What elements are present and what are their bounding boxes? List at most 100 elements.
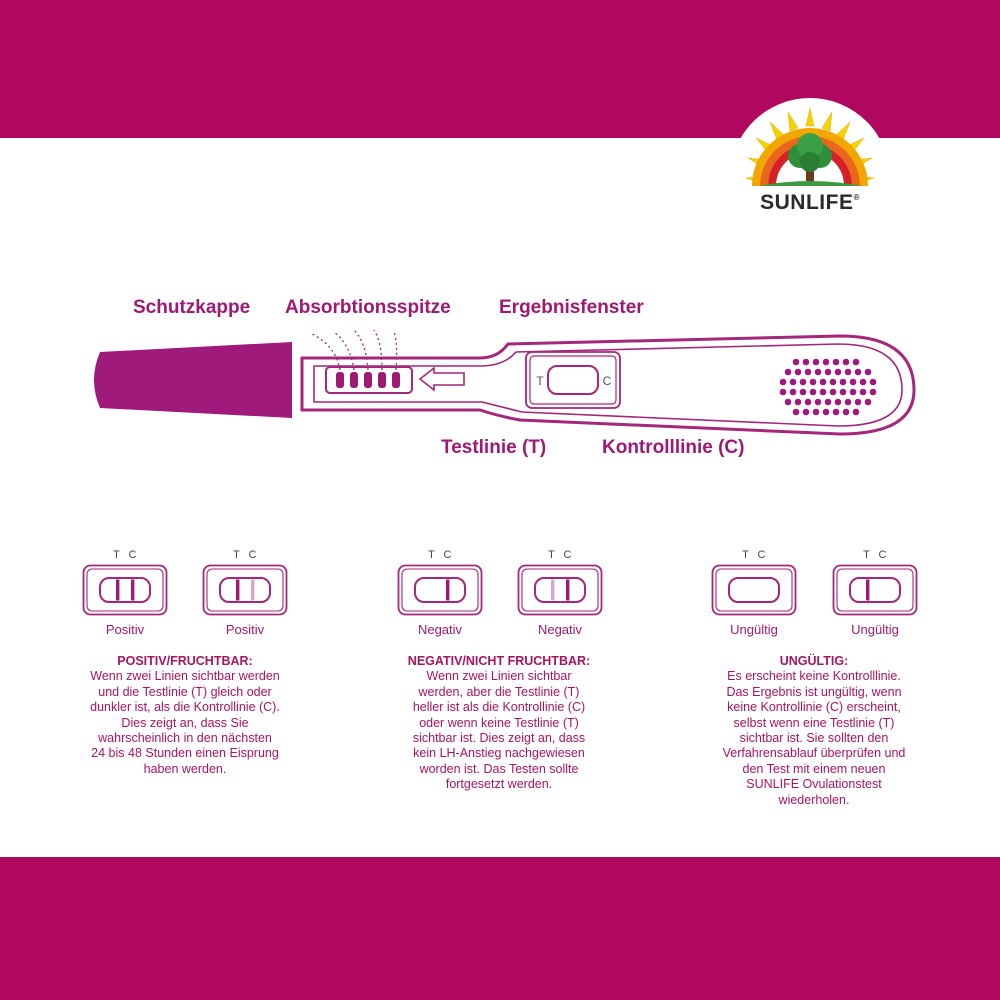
description-line: kein LH-Anstieg nachgewiesen	[413, 746, 585, 761]
grip-dot	[854, 398, 862, 406]
grip-dot	[792, 408, 800, 416]
grip-dot	[824, 368, 832, 376]
absorbent-strips	[336, 372, 400, 388]
stick-body	[300, 334, 916, 436]
brand-name: SUNLIFE®	[760, 191, 860, 214]
grip-dot	[859, 388, 867, 396]
sun-tree-icon	[745, 107, 875, 187]
window-letter-t: T	[536, 374, 544, 388]
grip-dot	[864, 368, 872, 376]
description-line: Das Ergebnis ist ungültig, wenn	[726, 684, 902, 699]
result-window-icon	[832, 564, 918, 616]
grip-dot	[784, 398, 792, 406]
grip-dots	[779, 358, 877, 416]
result-window-icon	[82, 564, 168, 616]
label-schutzkappe: Schutzkappe	[133, 297, 251, 318]
result-caption: Ungültig	[851, 622, 899, 637]
result-window-icon	[711, 564, 797, 616]
grip-dot	[839, 388, 847, 396]
result-caption: Negativ	[417, 622, 463, 637]
grip-dot	[794, 368, 802, 376]
bottom-band	[0, 857, 1000, 1000]
control-line	[446, 579, 450, 601]
window-letter-c: C	[603, 374, 612, 388]
grip-dot	[812, 358, 820, 366]
grip-dot	[869, 388, 877, 396]
grip-dot	[819, 388, 827, 396]
grip-dot	[832, 408, 840, 416]
grip-dot	[799, 388, 807, 396]
grip-dot	[789, 378, 797, 386]
flow-arrow	[418, 366, 465, 392]
grip-dot	[869, 378, 877, 386]
description-line: sichtbar ist. Dies zeigt an, dass	[412, 731, 586, 746]
description-line: oder wenn keine Testlinie (T)	[419, 715, 579, 730]
description-line: haben werden.	[143, 761, 227, 776]
grip-dot	[804, 398, 812, 406]
grip-dot	[829, 378, 837, 386]
description-line: Wenn zwei Linien sichtbar werden	[90, 669, 280, 684]
grip-dot	[802, 408, 810, 416]
grip-dot	[822, 358, 830, 366]
grip-dot	[804, 368, 812, 376]
grip-dot	[794, 398, 802, 406]
description-line: sichtbar ist. Sie sollten den	[739, 731, 889, 746]
grip-dot	[784, 368, 792, 376]
stick-body-inner	[313, 343, 903, 427]
grip-dot	[844, 398, 852, 406]
protective-cap	[94, 342, 292, 418]
grip-dot	[789, 388, 797, 396]
grip-dot	[854, 368, 862, 376]
control-line	[131, 579, 135, 601]
description-ungueltig: UNGÜLTIG: Es erscheint keine Kontrolllin…	[699, 654, 929, 808]
grip-dot	[799, 378, 807, 386]
label-ergebnisfenster: Ergebnisfenster	[499, 297, 644, 318]
description-line: dunkler ist, als die Kontrollinie (C).	[90, 700, 280, 715]
grip-dot	[842, 408, 850, 416]
grip-dot	[824, 398, 832, 406]
description-line: und die Testlinie (T) gleich oder	[98, 684, 272, 699]
description-line: wiederholen.	[778, 792, 850, 807]
result-window-icon	[202, 564, 288, 616]
description-line: fortgesetzt werden.	[445, 777, 553, 792]
grip-dot	[812, 408, 820, 416]
grip-dot	[832, 358, 840, 366]
grip-dot	[859, 378, 867, 386]
control-line	[566, 579, 570, 601]
label-testlinie: Testlinie (T)	[441, 437, 547, 458]
description-line: den Test mit einem neuen	[742, 761, 886, 776]
description-line: keine Kontrollinie (C) erscheint,	[727, 700, 901, 715]
control-line	[251, 579, 255, 601]
description-line: 24 bis 48 Stunden einen Eisprung	[91, 746, 279, 761]
description-line: Dies zeigt an, dass Sie	[121, 715, 249, 730]
grip-dot	[779, 388, 787, 396]
description-line: wahrscheinlich in den nächsten	[98, 731, 272, 746]
description-line: Es erscheint keine Kontrolllinie.	[727, 669, 901, 684]
result-caption: Ungültig	[730, 622, 778, 637]
grip-dot	[809, 378, 817, 386]
grip-dot	[842, 358, 850, 366]
description-line: heller ist als die Kontrollinie (C)	[412, 700, 586, 715]
description-line: Verfahrensablauf überprüfen und	[722, 746, 906, 761]
grip-dot	[864, 398, 872, 406]
description-positiv: POSITIV/FRUCHTBAR: Wenn zwei Linien sich…	[70, 654, 300, 777]
description-line: Wenn zwei Linien sichtbar	[426, 669, 572, 684]
grip-dot	[829, 388, 837, 396]
grip-dot	[834, 368, 842, 376]
grip-dot	[839, 378, 847, 386]
grip-dot	[849, 388, 857, 396]
label-kontrolllinie: Kontrolllinie (C)	[602, 437, 745, 458]
result-caption: Positiv	[225, 622, 265, 637]
test-line	[236, 579, 240, 601]
grip-dot	[844, 368, 852, 376]
description-heading: POSITIV/FRUCHTBAR:	[117, 654, 253, 668]
leader-lines	[311, 330, 398, 371]
description-line: selbst wenn eine Testlinie (T)	[733, 715, 895, 730]
grip-dot	[802, 358, 810, 366]
description-line: worden ist. Das Testen sollte	[419, 761, 579, 776]
grip-dot	[809, 388, 817, 396]
